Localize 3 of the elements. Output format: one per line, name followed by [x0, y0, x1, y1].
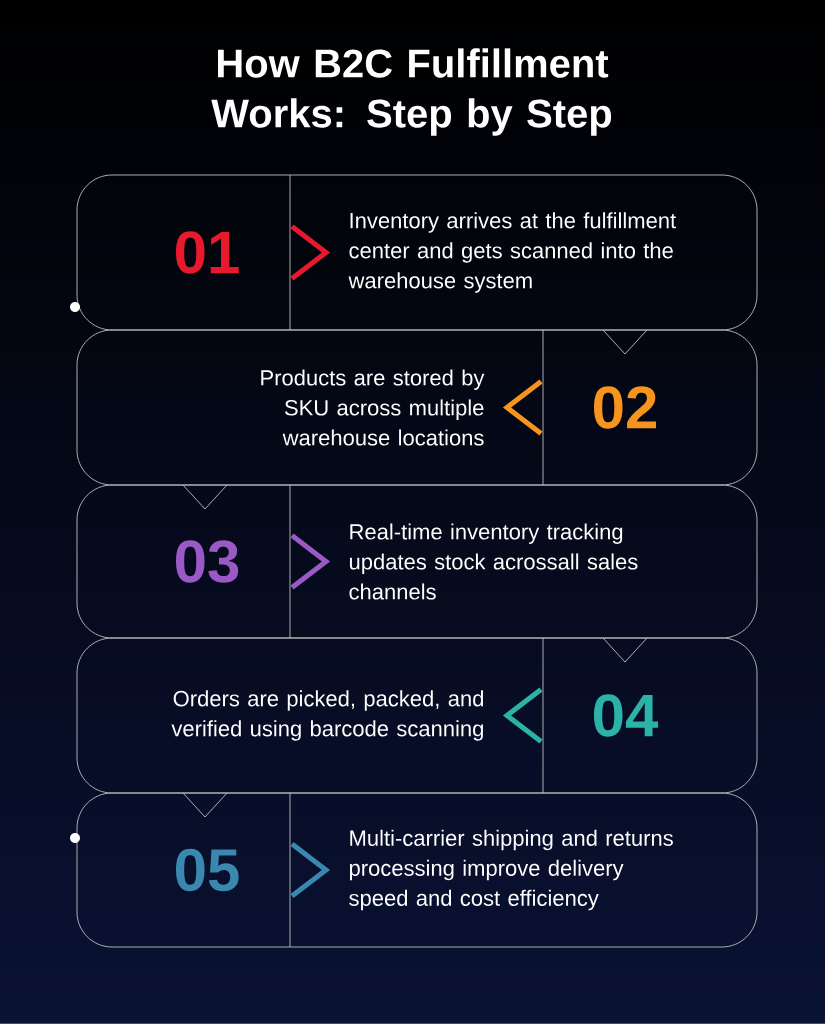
step-number: 05 — [176, 848, 239, 892]
step-text: Multi-carrier shipping and returns processing improve delivery speed and cost efficiency — [349, 829, 673, 911]
title: How B2C Fulfillment Works: Step by Step — [211, 48, 612, 136]
